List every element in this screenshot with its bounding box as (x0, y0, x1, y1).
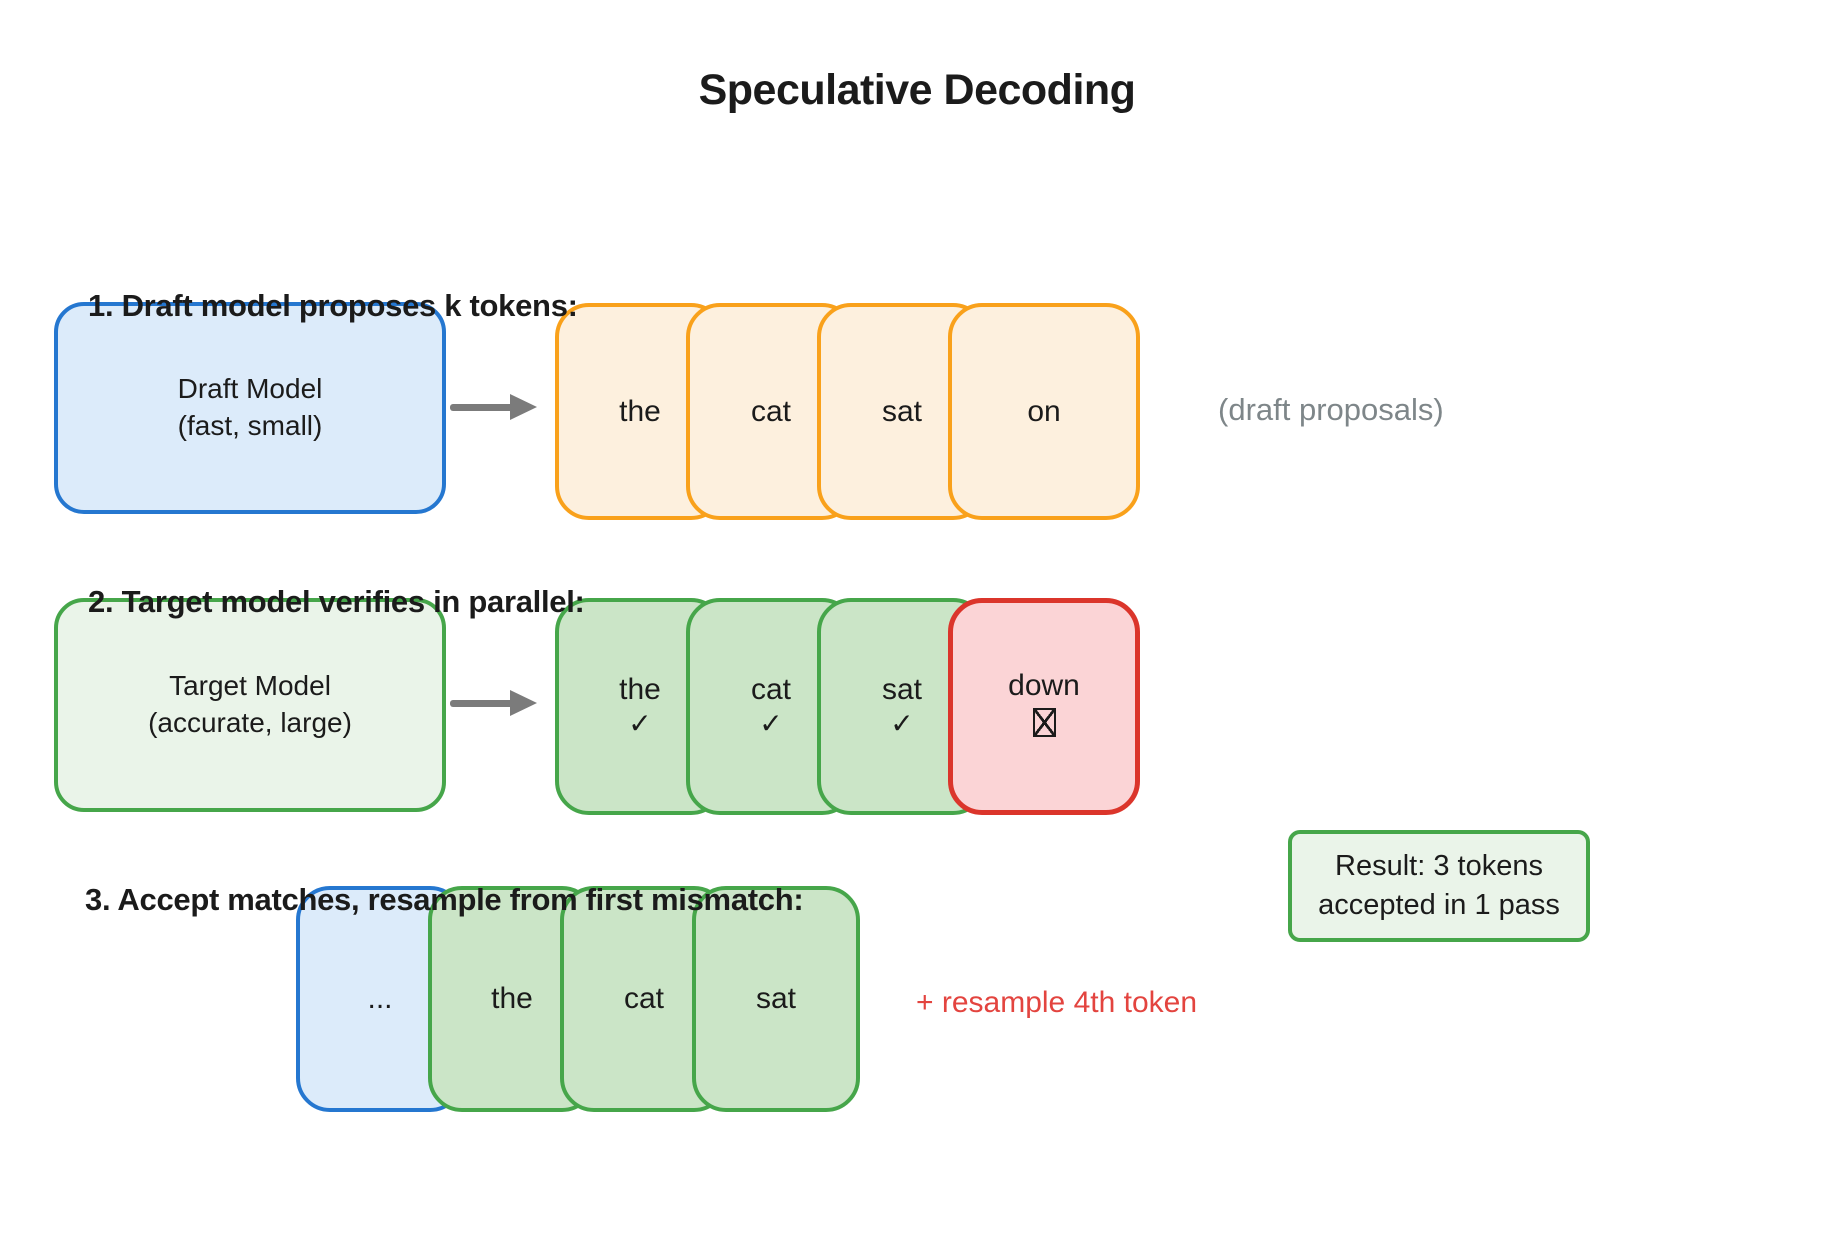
token-label: sat (881, 394, 923, 428)
token-label: sat (755, 982, 797, 1015)
verify-token-down-rejected: down (948, 598, 1140, 815)
draft-model-name: Draft Model (177, 373, 323, 405)
token-label: down (1008, 669, 1080, 703)
step1-heading: 1. Draft model proposes k tokens: (88, 288, 578, 323)
target-model-box: Target Model (accurate, large) (54, 598, 446, 812)
accepted-token-sat: sat (692, 886, 860, 1112)
token-label: on (1027, 394, 1061, 428)
draft-token-on: on (948, 303, 1140, 520)
check-icon: ✓ (628, 708, 652, 740)
draft-model-box: Draft Model (fast, small) (54, 302, 446, 514)
token-label: the (491, 982, 533, 1015)
token-label: ... (367, 982, 393, 1015)
target-model-name: Target Model (169, 670, 331, 702)
arrow-shaft (450, 404, 514, 411)
token-label: cat (623, 982, 665, 1015)
token-label: the (619, 394, 661, 428)
token-label: cat (750, 673, 792, 707)
token-label: sat (881, 673, 923, 707)
step2-heading: 2. Target model verifies in parallel: (88, 584, 585, 619)
result-line1: Result: 3 tokens (1335, 850, 1543, 883)
draft-model-subtitle: (fast, small) (177, 410, 323, 441)
check-icon: ✓ (759, 708, 783, 740)
draft-proposals-annotation: (draft proposals) (1218, 392, 1444, 427)
page-title: Speculative Decoding (698, 66, 1136, 114)
token-label: cat (750, 394, 792, 428)
arrow-shaft (450, 700, 514, 707)
token-label: the (619, 673, 661, 707)
ballot-x-icon (1032, 705, 1056, 744)
result-box: Result: 3 tokens accepted in 1 pass (1288, 830, 1590, 942)
right-arrow-icon (450, 394, 538, 422)
target-model-subtitle: (accurate, large) (148, 707, 352, 738)
check-icon: ✓ (890, 708, 914, 740)
arrow-head (510, 394, 537, 420)
right-arrow-icon (450, 690, 538, 718)
ballot-x-glyph (1032, 708, 1056, 738)
step3-heading: 3. Accept matches, resample from first m… (85, 882, 804, 917)
arrow-head (510, 690, 537, 716)
resample-note: + resample 4th token (916, 986, 1198, 1019)
result-line2: accepted in 1 pass (1318, 889, 1560, 921)
